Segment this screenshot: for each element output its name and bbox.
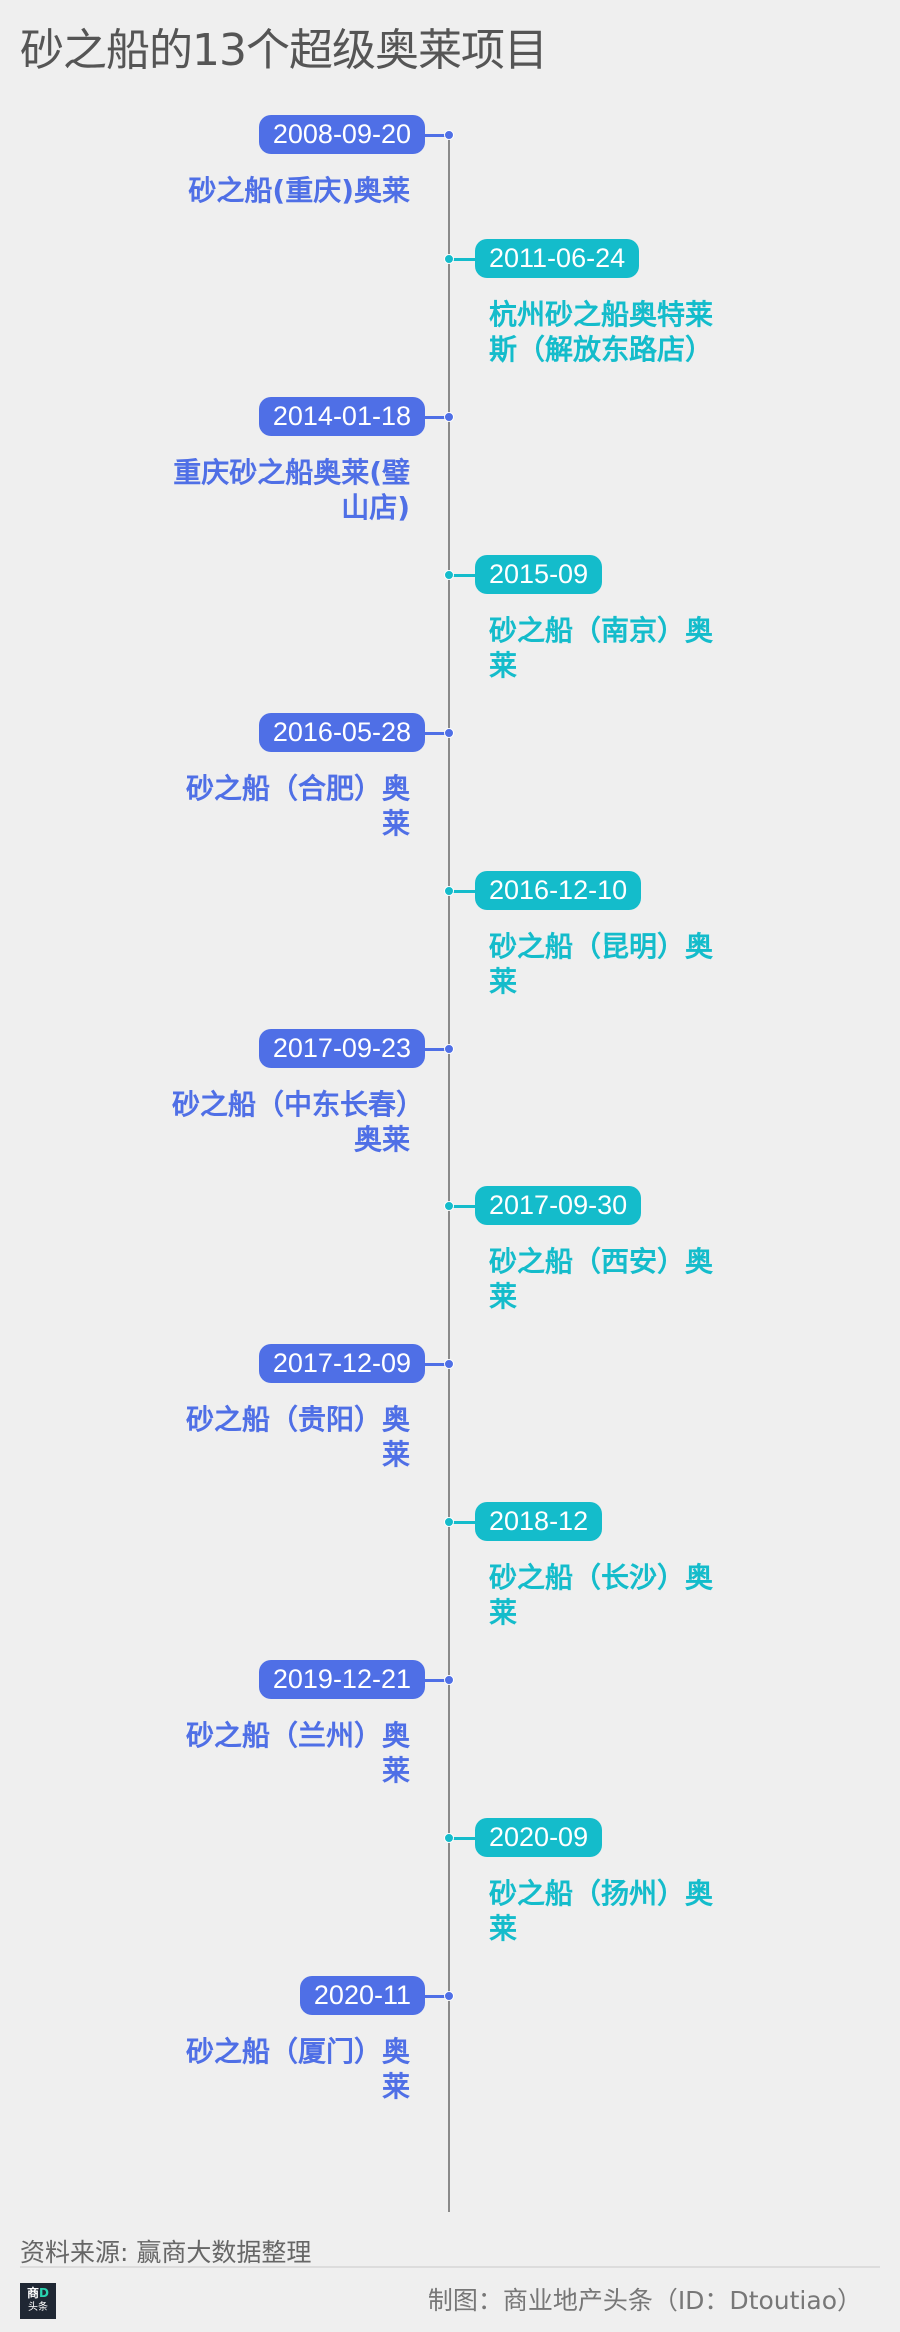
page-title: 砂之船的13个超级奥莱项目 — [20, 25, 548, 76]
project-name: 砂之船(重庆)奥莱 — [188, 174, 410, 207]
date-badge: 2014-01-18 — [258, 396, 425, 436]
date-badge: 2016-05-28 — [258, 712, 425, 752]
timeline-dot — [444, 1359, 454, 1370]
timeline-dot — [444, 254, 454, 264]
date-badge: 2018-12 — [475, 1502, 603, 1542]
project-name: 重庆砂之船奥莱(璧山店) — [173, 455, 410, 524]
project-name: 砂之船（南京）奥莱 — [489, 613, 714, 682]
connector-line — [453, 573, 475, 577]
chart-credit: 制图：商业地产头条（ID：Dtoutiao） — [427, 2286, 862, 2315]
project-name: 砂之船（扬州）奥莱 — [489, 1877, 714, 1945]
timeline-dot — [444, 1201, 454, 1212]
timeline-dot — [444, 1517, 454, 1528]
timeline-dot — [444, 130, 454, 140]
timeline-dot — [444, 569, 454, 580]
date-badge: 2011-06-24 — [475, 239, 640, 278]
connector-line — [453, 1521, 475, 1525]
timeline-dot — [444, 1675, 454, 1686]
project-name: 砂之船（贵阳）奥莱 — [185, 1403, 410, 1472]
connector-line — [453, 258, 475, 261]
connector-line — [425, 134, 447, 137]
date-badge: 2020-11 — [299, 1975, 425, 2015]
project-name: 砂之船（长沙）奥莱 — [489, 1561, 714, 1630]
date-badge: 2020-09 — [475, 1818, 603, 1857]
date-badge: 2017-12-09 — [258, 1344, 425, 1384]
date-badge: 2016-12-10 — [475, 870, 642, 910]
project-name: 砂之船（昆明）奥莱 — [489, 929, 714, 998]
date-badge: 2017-09-30 — [475, 1186, 642, 1226]
date-badge: 2019-12-21 — [258, 1660, 425, 1700]
footer-divider — [20, 2266, 880, 2268]
connector-line — [425, 731, 447, 735]
connector-line — [425, 1994, 447, 1998]
project-name: 砂之船（西安）奥莱 — [489, 1245, 714, 1314]
connector-line — [425, 415, 447, 419]
connector-line — [425, 1363, 447, 1367]
timeline-dot — [444, 1990, 454, 2001]
project-name: 砂之船（厦门）奥莱 — [185, 2034, 410, 2103]
timeline-dot — [444, 1833, 454, 1843]
connector-line — [453, 1837, 475, 1840]
timeline-dot — [444, 411, 454, 422]
date-badge: 2015-09 — [475, 554, 603, 594]
connector-line — [453, 1205, 475, 1209]
project-name: 砂之船（合肥）奥莱 — [185, 771, 410, 840]
connector-line — [425, 1679, 447, 1683]
timeline-axis — [448, 134, 450, 2212]
timeline-dot — [444, 727, 454, 738]
timeline-dot — [444, 885, 454, 896]
connector-line — [453, 889, 475, 893]
project-name: 砂之船（中东长春）奥莱 — [171, 1087, 410, 1156]
date-badge: 2008-09-20 — [258, 115, 425, 154]
data-source-note: 资料来源: 赢商大数据整理 — [20, 2238, 312, 2267]
project-name: 杭州砂之船奥特莱斯（解放东路店） — [489, 298, 714, 366]
project-name: 砂之船（兰州）奥莱 — [185, 1719, 410, 1788]
timeline-dot — [444, 1043, 454, 1054]
date-badge: 2017-09-23 — [258, 1028, 425, 1068]
connector-line — [425, 1047, 447, 1051]
